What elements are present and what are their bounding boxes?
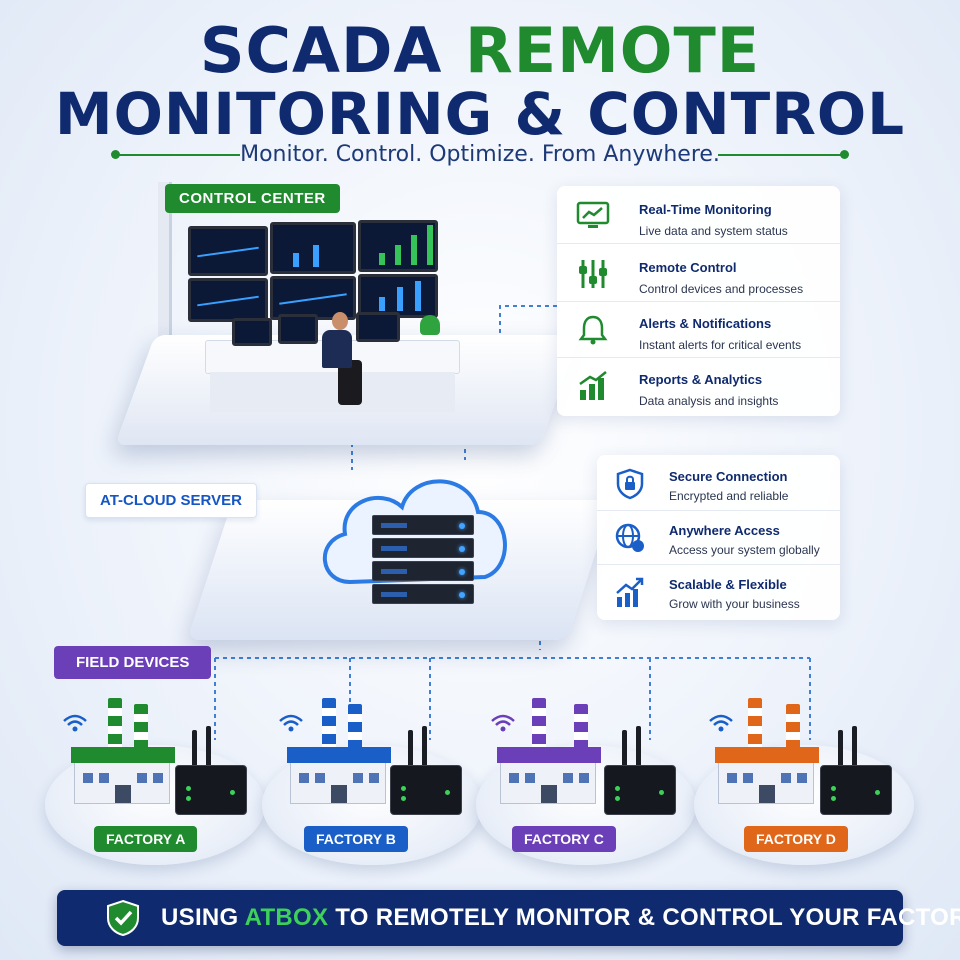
- operator-body: [322, 330, 352, 368]
- server-unit: [372, 561, 474, 581]
- server-unit: [372, 515, 474, 535]
- monitor-2: [270, 222, 356, 274]
- feature-desc: Data analysis and insights: [639, 394, 779, 408]
- factory-c-building: [497, 747, 601, 804]
- rule-dot-right: [840, 150, 849, 159]
- factory-d-gateway: [820, 765, 892, 815]
- desk-monitor-1: [232, 318, 272, 346]
- feature-remote-control: Remote Control Control devices and proce…: [557, 246, 840, 302]
- wifi-icon: [709, 714, 733, 732]
- monitor-4: [188, 278, 268, 322]
- monitor-6: [358, 274, 438, 318]
- monitor-3: [358, 220, 438, 272]
- cloud-server-label: AT-CLOUD SERVER: [85, 483, 257, 518]
- monitor-1: [188, 226, 268, 276]
- banner-brand: ATBOX: [244, 904, 329, 931]
- banner-text-after: TO REMOTELY MONITOR & CONTROL YOUR FACTO…: [328, 904, 960, 931]
- title-word-scada: SCADA: [199, 14, 443, 87]
- sec-title: Scalable & Flexible: [669, 577, 787, 592]
- server-rack: [372, 515, 474, 605]
- feature-title: Remote Control: [639, 260, 737, 275]
- plant-icon: [420, 315, 440, 335]
- antenna: [192, 730, 197, 778]
- chimney: [748, 698, 762, 756]
- sec-title: Secure Connection: [669, 469, 788, 484]
- factory-name: FACTORY D: [756, 831, 836, 847]
- desk-monitor-2: [278, 314, 318, 344]
- wifi-icon: [63, 714, 87, 732]
- sec-desc: Grow with your business: [669, 597, 800, 611]
- trend-up-icon: [616, 577, 644, 607]
- page-title-line2: MONITORING & CONTROL: [54, 80, 906, 148]
- footer-banner: USING ATBOX TO REMOTELY MONITOR & CONTRO…: [57, 890, 960, 946]
- title-word-remote: REMOTE: [465, 14, 761, 87]
- feature-real-time-monitoring: Real-Time Monitoring Live data and syste…: [557, 188, 840, 244]
- factory-name: FACTORY A: [106, 831, 186, 847]
- rule-right: [718, 154, 843, 156]
- factory-d-building: [715, 747, 819, 804]
- subtitle-row: Monitor. Control. Optimize. From Anywher…: [0, 142, 960, 170]
- shield-lock-icon: [616, 468, 644, 500]
- antenna: [622, 730, 627, 778]
- rule-left: [115, 154, 240, 156]
- desk-front: [210, 372, 455, 412]
- factory-c-gateway: [604, 765, 676, 815]
- feature-anywhere-access: Anywhere Access Access your system globa…: [597, 511, 840, 565]
- chimney: [532, 698, 546, 756]
- wifi-icon: [491, 714, 515, 732]
- feature-scalable: Scalable & Flexible Grow with your busin…: [597, 565, 840, 619]
- factory-a-label: FACTORY A: [94, 826, 198, 852]
- antenna: [636, 726, 641, 774]
- feature-title: Reports & Analytics: [639, 372, 763, 387]
- factory-a-building: [71, 747, 175, 804]
- feature-title: Real-Time Monitoring: [639, 202, 772, 217]
- feature-title: Alerts & Notifications: [639, 316, 772, 331]
- factory-d-label: FACTORY D: [744, 826, 848, 852]
- antenna: [838, 730, 843, 778]
- subtitle: Monitor. Control. Optimize. From Anywher…: [240, 142, 720, 167]
- factory-b-gateway: [390, 765, 462, 815]
- factory-name: FACTORY C: [524, 831, 604, 847]
- feature-desc: Control devices and processes: [639, 282, 804, 296]
- sec-desc: Access your system globally: [669, 543, 820, 557]
- operator-head: [332, 312, 348, 330]
- feature-secure-connection: Secure Connection Encrypted and reliable: [597, 457, 840, 511]
- sec-title: Anywhere Access: [669, 523, 780, 538]
- chimney: [108, 698, 122, 756]
- control-center-wall: [158, 182, 172, 357]
- feature-alerts: Alerts & Notifications Instant alerts fo…: [557, 302, 840, 358]
- shield-check-icon: [107, 899, 139, 937]
- control-center-label: CONTROL CENTER: [165, 184, 340, 213]
- factory-name: FACTORY B: [316, 831, 396, 847]
- sliders-icon: [579, 260, 607, 288]
- page-title-line1: SCADA REMOTE: [0, 14, 960, 87]
- bar-chart-icon: [579, 371, 607, 400]
- antenna: [852, 726, 857, 774]
- globe-icon: [615, 523, 644, 552]
- antenna: [206, 726, 211, 774]
- factory-b-label: FACTORY B: [304, 826, 408, 852]
- server-unit: [372, 538, 474, 558]
- factory-b-building: [287, 747, 391, 804]
- bell-icon: [578, 315, 608, 345]
- field-devices-label: FIELD DEVICES: [54, 646, 212, 679]
- features-card: Real-Time Monitoring Live data and syste…: [557, 186, 840, 416]
- monitor-chart-icon: [576, 201, 610, 228]
- banner-text: USING ATBOX TO REMOTELY MONITOR & CONTRO…: [161, 904, 960, 932]
- wifi-icon: [279, 714, 303, 732]
- feature-reports: Reports & Analytics Data analysis and in…: [557, 358, 840, 414]
- factory-c-label: FACTORY C: [512, 826, 616, 852]
- chimney: [322, 698, 336, 756]
- server-unit: [372, 584, 474, 604]
- antenna: [408, 730, 413, 778]
- desk-monitor-3: [356, 312, 400, 342]
- banner-text-before: USING: [161, 904, 245, 931]
- factory-a-gateway: [175, 765, 247, 815]
- feature-desc: Live data and system status: [639, 224, 788, 238]
- sec-desc: Encrypted and reliable: [669, 489, 789, 503]
- feature-desc: Instant alerts for critical events: [639, 338, 802, 352]
- security-card: Secure Connection Encrypted and reliable…: [597, 455, 840, 620]
- antenna: [422, 726, 427, 774]
- link-features: [499, 305, 557, 375]
